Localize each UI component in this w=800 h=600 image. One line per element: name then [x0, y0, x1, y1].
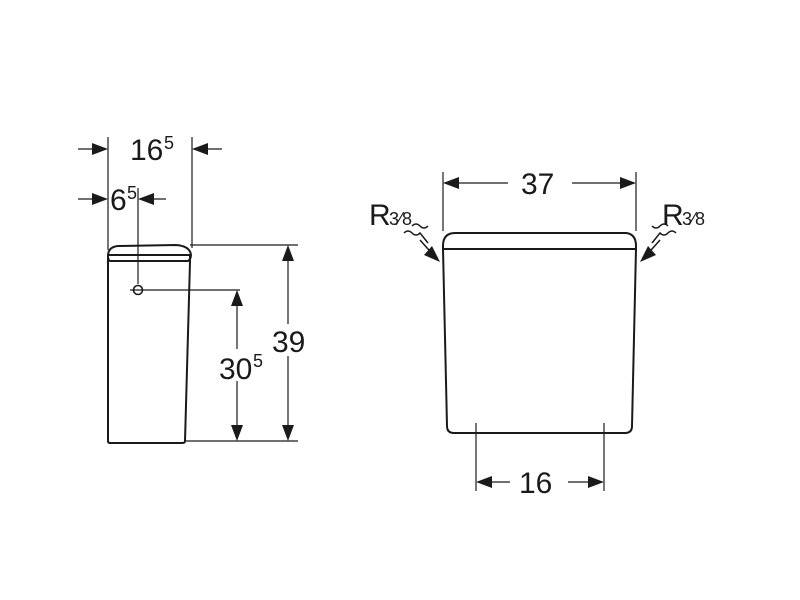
arrowhead — [138, 193, 154, 205]
arrowhead — [476, 476, 492, 488]
side-height-label: 39 — [272, 326, 305, 359]
connection-right-label: R — [662, 199, 684, 232]
side-depth-label: 16 — [130, 134, 163, 167]
arrowhead — [92, 143, 108, 155]
side-depth-sup: 5 — [164, 133, 174, 153]
front-base-width-label: 16 — [519, 467, 552, 500]
side-view: 16 5 6 5 30 5 39 — [78, 133, 310, 444]
arrowhead — [424, 246, 440, 262]
arrowhead — [588, 476, 604, 488]
side-view-tank-outline — [107, 254, 191, 444]
water-inlet-left-icon — [403, 223, 440, 262]
arrowhead — [282, 425, 294, 441]
connection-left-label: R — [369, 199, 391, 232]
connection-right-sup: 3⁄8 — [682, 209, 705, 229]
arrowhead — [282, 245, 294, 261]
arrowhead — [231, 425, 243, 441]
water-inlet-right-icon — [640, 223, 677, 262]
side-offset-sup: 5 — [127, 183, 137, 203]
side-view-lid — [107, 244, 192, 262]
arrowhead — [620, 177, 636, 189]
front-view-lid — [442, 232, 637, 250]
arrowhead — [192, 143, 208, 155]
side-inlet-height-label: 30 — [219, 353, 252, 386]
front-view-tank-outline — [442, 248, 637, 434]
connection-left-sup: 3⁄8 — [389, 209, 412, 229]
arrowhead — [231, 290, 243, 306]
arrowhead — [443, 177, 459, 189]
arrowhead — [92, 193, 108, 205]
side-inlet-height-sup: 5 — [253, 351, 263, 371]
front-width-label: 37 — [521, 168, 554, 201]
side-offset-label: 6 — [110, 184, 127, 217]
arrowhead — [640, 246, 656, 262]
front-view: 37 16 R 3⁄8 R 3⁄8 — [369, 166, 705, 500]
